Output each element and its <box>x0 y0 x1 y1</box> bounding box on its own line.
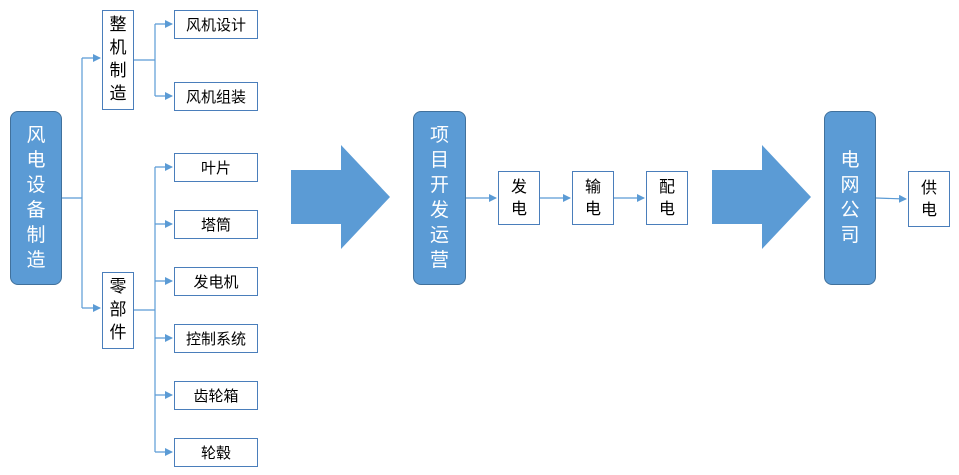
hub-label: 轮毂 <box>200 444 231 462</box>
blade-box: 叶片 <box>174 153 258 182</box>
tower-box: 塔筒 <box>174 210 258 239</box>
big-arrow-2 <box>712 145 811 249</box>
generation-label: 发电 <box>510 177 527 218</box>
connector-grid <box>875 194 907 203</box>
big-arrow-1 <box>291 145 390 249</box>
generation-box: 发电 <box>498 171 540 225</box>
transmission-label: 输电 <box>584 177 601 218</box>
project-operation-label: 项目开发运营 <box>429 124 449 271</box>
connectors-manufacturing <box>62 54 101 312</box>
hub-box: 轮毂 <box>174 438 258 467</box>
gearbox-box: 齿轮箱 <box>174 381 258 410</box>
grid-company-label: 电网公司 <box>840 149 860 246</box>
wind-turbine-assembly-label: 风机组装 <box>185 88 246 106</box>
distribution-label: 配电 <box>658 177 675 218</box>
wind-manufacturing-label: 风电设备制造 <box>26 124 46 271</box>
generator-label: 发电机 <box>193 273 239 291</box>
connectors-parts <box>134 163 173 456</box>
gearbox-label: 齿轮箱 <box>193 387 239 405</box>
power-supply-box: 供电 <box>908 171 950 227</box>
connectors-whole-machine <box>134 20 173 100</box>
wind-turbine-assembly-box: 风机组装 <box>174 82 258 111</box>
generator-box: 发电机 <box>174 267 258 296</box>
whole-machine-box: 整机制造 <box>102 10 134 110</box>
blade-label: 叶片 <box>200 159 231 177</box>
whole-machine-label: 整机制造 <box>109 15 127 104</box>
wind-turbine-design-label: 风机设计 <box>185 16 246 34</box>
control-system-label: 控制系统 <box>185 330 246 348</box>
control-system-box: 控制系统 <box>174 324 258 353</box>
transmission-box: 输电 <box>572 171 614 225</box>
tower-label: 塔筒 <box>200 216 231 234</box>
grid-company-block: 电网公司 <box>824 111 876 285</box>
power-supply-label: 供电 <box>920 178 937 219</box>
distribution-box: 配电 <box>646 171 688 225</box>
project-operation-block: 项目开发运营 <box>413 111 466 285</box>
parts-label: 零部件 <box>109 277 127 343</box>
wind-turbine-design-box: 风机设计 <box>174 10 258 39</box>
parts-box: 零部件 <box>102 272 134 349</box>
wind-manufacturing-block: 风电设备制造 <box>10 111 62 285</box>
